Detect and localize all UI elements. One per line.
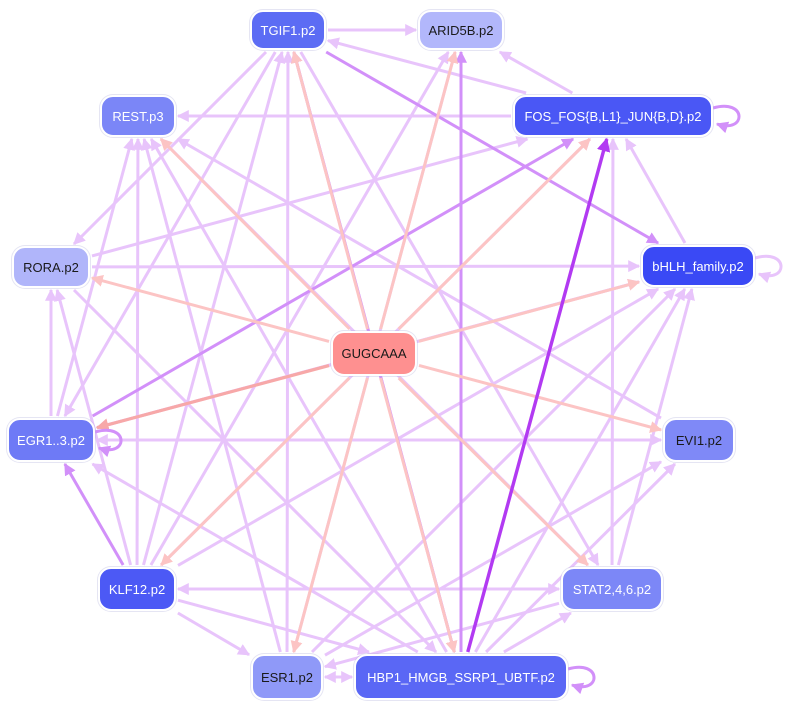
node-label: EVI1.p2: [675, 432, 723, 448]
edge-rora-to-bhlh: [91, 260, 641, 273]
node-label: RORA.p2: [23, 259, 79, 275]
edge-klf12-to-bhlh: [177, 287, 660, 567]
node-arid5b[interactable]: ARID5B.p2: [418, 10, 504, 50]
edge-hbp1-to-stat: [503, 611, 572, 654]
node-label: KLF12.p2: [108, 581, 166, 597]
node-bhlh[interactable]: bHLH_family.p2: [641, 245, 755, 287]
edge-hbp1-to-rest: [149, 137, 448, 653]
node-label: ARID5B.p2: [428, 22, 494, 38]
edge-klf12-to-egr: [63, 462, 125, 566]
self-loop-fos: [712, 104, 741, 134]
self-loop-egr: [94, 428, 123, 458]
node-label: FOS_FOS{B,L1}_JUN{B,D}.p2: [524, 108, 702, 124]
edge-evi1-to-rest: [176, 137, 662, 420]
node-label: EGR1..3.p2: [17, 432, 85, 448]
node-tgif1[interactable]: TGIF1.p2: [250, 10, 326, 50]
node-label: GUGCAAA: [341, 346, 407, 361]
edge-fos-to-arid5b: [498, 50, 574, 95]
node-gugcaaa[interactable]: GUGCAAA: [331, 331, 417, 376]
edge-bhlh-to-fos: [624, 137, 687, 244]
node-label: STAT2,4,6.p2: [572, 581, 652, 597]
node-label: HBP1_HMGB_SSRP1_UBTF.p2: [367, 669, 555, 685]
edge-fos-to-tgif1: [326, 37, 527, 95]
edge-tgif1-to-bhlh: [325, 50, 660, 245]
edge-egr-to-fos: [91, 137, 575, 418]
edge-klf12-to-arid5b: [149, 50, 450, 566]
node-egr[interactable]: EGR1..3.p2: [7, 418, 95, 462]
edge-tgif1-to-stat: [299, 51, 600, 567]
edge-gugcaaa-to-rora: [90, 274, 330, 343]
edge-gugcaaa-to-arid5b: [379, 50, 459, 330]
edge-gugcaaa-to-fos: [397, 137, 591, 331]
node-label: TGIF1.p2: [260, 22, 316, 38]
node-evi1[interactable]: EVI1.p2: [663, 418, 735, 462]
edge-klf12-to-esr1: [177, 611, 251, 657]
node-label: ESR1.p2: [260, 669, 314, 685]
edge-gugcaaa-to-rest: [159, 137, 351, 331]
edge-rora-to-fos: [91, 136, 529, 258]
edge-esr1-to-tgif1: [281, 50, 294, 653]
node-klf12[interactable]: KLF12.p2: [98, 567, 176, 611]
edge-gugcaaa-to-tgif1: [290, 50, 369, 330]
edge-gugcaaa-to-evi1: [418, 364, 663, 433]
edge-klf12-to-hbp1: [177, 598, 371, 655]
self-loop-bhlh: [754, 254, 783, 284]
edge-gugcaaa-to-egr: [95, 364, 330, 431]
node-rest[interactable]: REST.p3: [100, 95, 176, 137]
edge-gugcaaa-to-hbp1: [379, 377, 458, 654]
node-esr1[interactable]: ESR1.p2: [251, 654, 323, 700]
node-stat[interactable]: STAT2,4,6.p2: [561, 567, 663, 611]
node-hbp1[interactable]: HBP1_HMGB_SSRP1_UBTF.p2: [354, 654, 568, 700]
node-label: bHLH_family.p2: [652, 258, 744, 274]
edge-gugcaaa-to-esr1: [290, 377, 369, 654]
node-fos[interactable]: FOS_FOS{B,L1}_JUN{B,D}.p2: [513, 95, 713, 137]
node-label: REST.p3: [112, 108, 164, 124]
edge-gugcaaa-to-klf12: [160, 376, 351, 567]
edge-klf12-to-tgif1: [142, 50, 286, 566]
edge-hbp1-to-fos: [466, 137, 611, 653]
node-rora[interactable]: RORA.p2: [12, 246, 90, 288]
self-loop-hbp1: [567, 665, 596, 695]
edge-gugcaaa-to-stat: [397, 376, 589, 567]
edge-hbp1-to-bhlh: [474, 287, 687, 653]
edge-gugcaaa-to-bhlh: [418, 278, 641, 343]
edge-stat-to-fos: [606, 137, 619, 566]
